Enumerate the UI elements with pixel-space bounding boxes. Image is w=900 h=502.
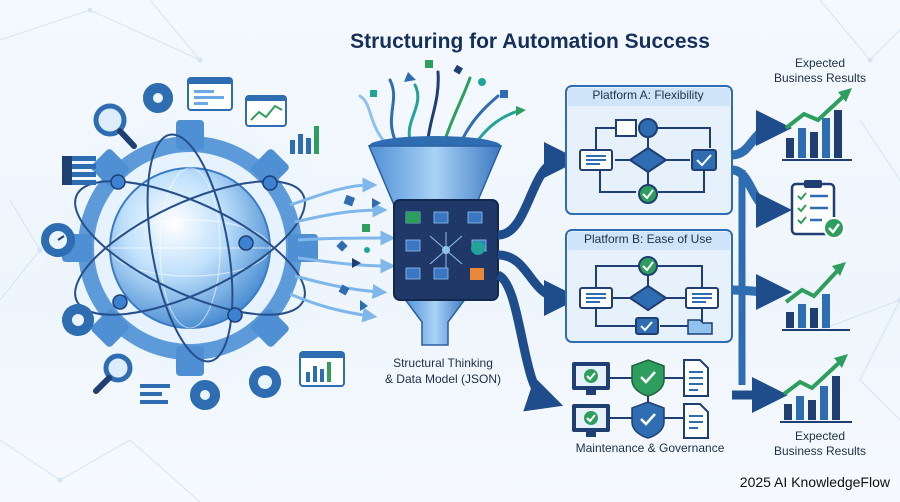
streamer-shapes: [370, 60, 526, 116]
chart-window-icon: [245, 95, 287, 127]
data-streamers: [358, 70, 517, 142]
data-model-label-line1: Structural Thinking: [393, 356, 493, 370]
data-model-label: Structural Thinking & Data Model (JSON): [358, 355, 528, 387]
gear-icon: [190, 380, 220, 410]
growth-chart-icon: [780, 354, 852, 423]
complexity-globe-cluster: [40, 98, 340, 398]
platform-a-panel: [565, 85, 733, 215]
checklist-clipboard-icon: [790, 180, 845, 239]
results-top-label: Expected Business Results: [760, 56, 880, 86]
shield-check-icon: [631, 359, 665, 397]
gear-icon: [249, 366, 281, 398]
page-title: Structuring for Automation Success: [350, 30, 710, 53]
monitor-check-icon: [572, 404, 610, 437]
input-flow-arrows: [289, 177, 396, 323]
table-grid-icon: [62, 156, 96, 185]
magnifier-icon: [93, 353, 133, 394]
platform-b-panel: [565, 229, 733, 343]
results-bottom-line1: Expected: [794, 429, 846, 443]
magnifier-icon: [93, 103, 137, 149]
maintenance-governance-cluster: [572, 359, 709, 439]
growth-chart-icon: [782, 262, 850, 331]
document-icon: [683, 359, 709, 397]
distribution-arrows: [495, 142, 580, 412]
document-icon: [683, 403, 709, 439]
gear-icon: [62, 304, 94, 336]
brand-watermark: 2025 AI KnowledgeFlow: [739, 474, 890, 490]
atom-orbits: [74, 133, 306, 363]
data-model-label-line2: & Data Model (JSON): [384, 372, 502, 386]
bar-chart-icon: [290, 126, 319, 154]
gear-icon: [143, 83, 173, 113]
maintenance-governance-label: Maintenance & Governance: [575, 441, 725, 455]
shield-check-icon: [631, 401, 665, 439]
output-arrows: [731, 110, 792, 413]
results-top-line2: Business Results: [773, 71, 867, 85]
monitor-check-icon: [572, 362, 610, 395]
results-bottom-label: Expected Business Results: [760, 429, 880, 459]
browser-window-icon: [187, 77, 233, 111]
data-model-funnel: [367, 136, 503, 346]
platform-a-label: Platform A: Flexibility: [592, 88, 704, 102]
chart-window-icon: [299, 351, 345, 387]
floating-shapes: [336, 194, 381, 311]
results-top-line1: Expected: [794, 56, 846, 70]
gauge-gear-icon: [41, 223, 75, 257]
results-bottom-line2: Business Results: [773, 444, 867, 458]
growth-chart-icon: [782, 88, 852, 161]
platform-b-label: Platform B: Ease of Use: [583, 232, 713, 246]
list-lines-icon: [140, 384, 170, 404]
